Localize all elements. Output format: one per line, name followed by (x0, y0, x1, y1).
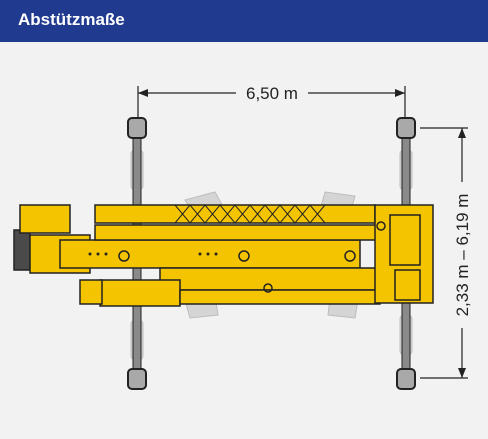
outrigger-pad-rear-right (396, 368, 416, 390)
width-dimension: 6,50 m (137, 82, 406, 118)
outrigger-pad-front-left (127, 117, 147, 139)
height-dimension: 2,33 m – 6,19 m (420, 127, 473, 379)
panel-header: Abstützmaße (0, 0, 488, 42)
outrigger-pad-front-right (396, 117, 416, 139)
crane-top-view (13, 204, 434, 307)
outrigger-pad-rear-left (127, 368, 147, 390)
height-dimension-label: 2,33 m – 6,19 m (453, 194, 472, 317)
width-dimension-label: 6,50 m (246, 84, 298, 103)
panel-title: Abstützmaße (18, 10, 125, 29)
outrigger-pads (127, 117, 416, 390)
boom-markers (88, 252, 218, 256)
